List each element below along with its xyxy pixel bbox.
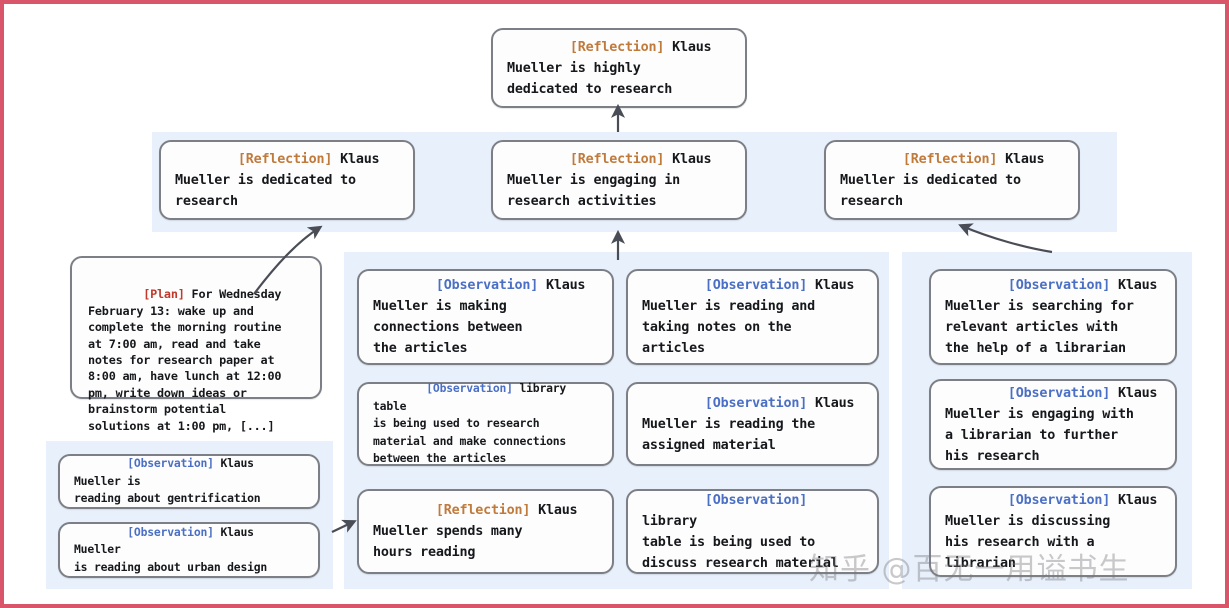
node-tag: [Reflection]: [569, 39, 665, 55]
node-body: library table is being used to research …: [373, 381, 567, 466]
node-tag: [Reflection]: [237, 151, 333, 167]
node-tag: [Observation]: [127, 456, 214, 471]
node-body: Klaus Mueller is dedicated to research: [840, 151, 1045, 209]
node-tag: [Observation]: [704, 395, 808, 411]
node-tag: [Observation]: [1007, 492, 1111, 508]
node-root-reflection[interactable]: [Reflection] Klaus Mueller is highly ded…: [491, 28, 747, 108]
node-body: Klaus Mueller is reading about gentrific…: [74, 456, 261, 506]
node-mid-left-reflection[interactable]: [Reflection] Klaus Mueller spends many h…: [357, 489, 614, 574]
node-plan[interactable]: [Plan] For Wednesday February 13: wake u…: [70, 256, 322, 433]
node-tag: [Reflection]: [902, 151, 998, 167]
node-tag: [Plan]: [143, 287, 185, 302]
node-body: Klaus Mueller is reading about urban des…: [74, 524, 268, 574]
node-mid-left-observation-2[interactable]: [Observation] library table is being use…: [357, 381, 614, 466]
node-left-observation-2[interactable]: [Observation] Klaus Mueller is reading a…: [58, 522, 320, 578]
node-body: Klaus Mueller is dedicated to research: [175, 151, 380, 209]
node-body: Klaus Mueller is discussing his research…: [945, 492, 1158, 571]
node-tag: [Observation]: [704, 492, 808, 508]
node-right-observation-3[interactable]: [Observation] Klaus Mueller is discussin…: [929, 486, 1177, 577]
node-tag: [Observation]: [1007, 385, 1111, 401]
node-body: For Wednesday February 13: wake up and c…: [88, 287, 282, 433]
node-right-observation-2[interactable]: [Observation] Klaus Mueller is engaging …: [929, 379, 1177, 470]
node-body: Klaus Mueller is searching for relevant …: [945, 278, 1158, 356]
node-mid-left-observation-1[interactable]: [Observation] Klaus Mueller is making co…: [357, 269, 614, 365]
node-body: Klaus Mueller is engaging with a librari…: [945, 385, 1158, 464]
node-reflection-right[interactable]: [Reflection] Klaus Mueller is dedicated …: [824, 140, 1080, 220]
node-tag: [Observation]: [435, 278, 539, 293]
node-reflection-left[interactable]: [Reflection] Klaus Mueller is dedicated …: [159, 140, 415, 220]
node-tag: [Observation]: [1007, 278, 1111, 293]
node-mid-right-observation-3[interactable]: [Observation] library table is being use…: [626, 489, 879, 574]
node-body: Klaus Mueller is engaging in research ac…: [507, 151, 712, 209]
node-body: Klaus Mueller is reading the assigned ma…: [642, 395, 855, 453]
node-right-observation-1[interactable]: [Observation] Klaus Mueller is searching…: [929, 269, 1177, 365]
node-mid-right-observation-1[interactable]: [Observation] Klaus Mueller is reading a…: [626, 269, 879, 365]
node-tag: [Observation]: [127, 524, 214, 539]
node-left-observation-1[interactable]: [Observation] Klaus Mueller is reading a…: [58, 454, 320, 509]
node-reflection-middle[interactable]: [Reflection] Klaus Mueller is engaging i…: [491, 140, 747, 220]
node-body: library table is being used to discuss r…: [642, 513, 839, 571]
node-tag: [Reflection]: [569, 151, 665, 167]
node-body: Klaus Mueller is reading and taking note…: [642, 278, 855, 356]
node-body: Klaus Mueller is making connections betw…: [373, 278, 586, 356]
node-tag: [Observation]: [426, 381, 513, 396]
node-body: Klaus Mueller spends many hours reading: [373, 503, 578, 560]
node-body: Klaus Mueller is highly dedicated to res…: [507, 39, 712, 97]
node-mid-right-observation-2[interactable]: [Observation] Klaus Mueller is reading t…: [626, 382, 879, 466]
node-tag: [Reflection]: [435, 503, 531, 518]
node-tag: [Observation]: [704, 278, 808, 293]
